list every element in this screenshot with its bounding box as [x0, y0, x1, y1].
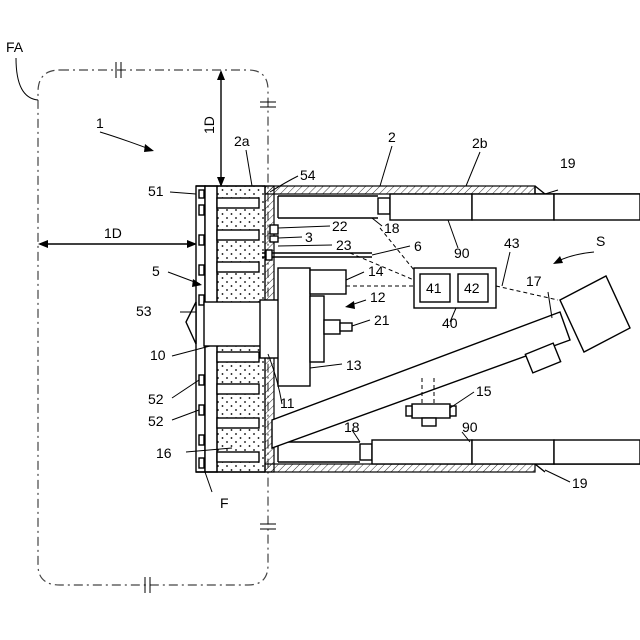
label-43: 43: [504, 235, 520, 251]
label-52-b: 52: [148, 413, 164, 429]
label-1d-vertical: 1D: [201, 116, 217, 134]
fa-leader: [16, 58, 38, 100]
label-10: 10: [150, 347, 166, 363]
label-51: 51: [148, 183, 164, 199]
label-41: 41: [426, 280, 442, 296]
label-40: 40: [442, 315, 458, 331]
label-3: 3: [305, 229, 313, 245]
upper-jack-row: [278, 194, 640, 220]
label-19-bottom: 19: [572, 475, 588, 491]
label-1: 1: [96, 115, 104, 131]
label-12: 12: [370, 289, 386, 305]
label-16: 16: [156, 445, 172, 461]
label-18-bottom: 18: [344, 419, 360, 435]
part-3: [270, 236, 278, 242]
label-f: F: [220, 495, 229, 511]
label-13: 13: [346, 357, 362, 373]
label-5: 5: [152, 263, 160, 279]
label-11: 11: [280, 395, 295, 411]
label-90-top: 90: [454, 245, 470, 261]
label-s: S: [596, 233, 605, 249]
arrow-s: [553, 256, 563, 264]
lower-jack-row: [278, 440, 640, 464]
label-42: 42: [464, 280, 480, 296]
label-90-bottom: 90: [462, 419, 478, 435]
label-2a: 2a: [234, 133, 250, 149]
label-21: 21: [374, 312, 390, 328]
dimension-1d-horizontal: [38, 240, 197, 248]
label-52-a: 52: [148, 391, 164, 407]
label-15: 15: [476, 383, 492, 399]
label-19-top: 19: [560, 155, 576, 171]
arrow-12: [345, 301, 355, 309]
part-22: [270, 225, 278, 234]
label-2b: 2b: [472, 135, 488, 151]
rod-6: [262, 250, 372, 260]
dimension-1d-vertical: [217, 70, 225, 187]
label-fa: FA: [6, 39, 24, 55]
label-23: 23: [336, 237, 352, 253]
label-54: 54: [300, 167, 316, 183]
label-53: 53: [136, 303, 152, 319]
label-1-leader: [100, 132, 152, 150]
label-1d-horizontal: 1D: [104, 225, 122, 241]
label-6: 6: [414, 238, 422, 254]
label-14: 14: [368, 263, 384, 279]
label-2: 2: [388, 129, 396, 145]
label-22: 22: [332, 218, 348, 234]
label-17: 17: [526, 273, 542, 289]
label-18-top: 18: [384, 220, 400, 236]
